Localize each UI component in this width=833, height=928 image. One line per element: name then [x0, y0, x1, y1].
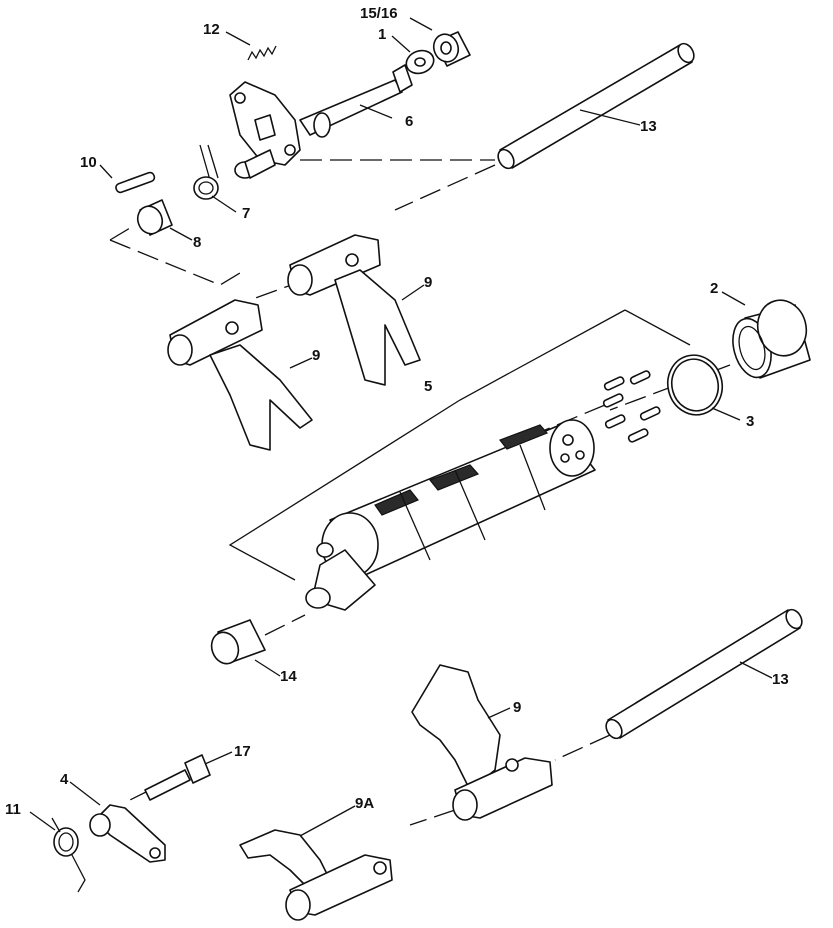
- shaft-bearing: [432, 31, 471, 67]
- label-9A: 9A: [355, 795, 374, 812]
- label-4: 4: [60, 771, 69, 788]
- label-9-upper-right: 9: [424, 274, 432, 291]
- label-5: 5: [424, 378, 432, 395]
- detent-spring: [247, 45, 277, 61]
- shift-fork-9a: [239, 829, 393, 921]
- label-9-upper-left: 9: [312, 347, 320, 364]
- return-spring: [51, 817, 86, 893]
- label-9-lower: 9: [513, 699, 521, 716]
- label-17: 17: [234, 743, 251, 760]
- leader-lines: [29, 17, 773, 837]
- label-10: 10: [80, 154, 97, 171]
- shift-shaft: [229, 64, 413, 179]
- dowel-pin: [115, 171, 156, 194]
- label-1: 1: [378, 26, 386, 43]
- drum-assembly-bracket: [228, 309, 691, 581]
- snap-ring: [666, 354, 724, 416]
- label-14: 14: [280, 668, 297, 685]
- label-2: 2: [710, 280, 718, 297]
- label-3: 3: [746, 413, 754, 430]
- shaft-bushing: [136, 199, 173, 236]
- label-13-upper: 13: [640, 118, 657, 135]
- shift-drum: [305, 419, 596, 611]
- needle-bearing: [732, 299, 811, 379]
- shift-fork-lower: [411, 664, 553, 821]
- label-12: 12: [203, 21, 220, 38]
- pivot-bolt: [144, 754, 211, 801]
- shift-rail-upper: [497, 42, 695, 170]
- label-13-lower: 13: [772, 671, 789, 688]
- shift-rail-lower: [605, 608, 803, 740]
- shift-arm: [89, 804, 166, 863]
- torsion-spring: [193, 144, 219, 200]
- drum-bushing: [210, 619, 266, 665]
- shift-fork-upper-right: [287, 234, 421, 386]
- label-8: 8: [193, 234, 201, 251]
- label-15-16: 15/16: [360, 5, 398, 22]
- label-7: 7: [242, 205, 250, 222]
- label-11: 11: [5, 801, 21, 818]
- shift-fork-upper-left: [167, 299, 313, 451]
- part-labels: 15/16 12 1 6 13 10 7 8 9 2 9 5 3 14 13 9…: [5, 5, 789, 818]
- shaft-washer: [405, 49, 435, 75]
- drum-pins: [602, 370, 661, 443]
- label-6: 6: [405, 113, 413, 130]
